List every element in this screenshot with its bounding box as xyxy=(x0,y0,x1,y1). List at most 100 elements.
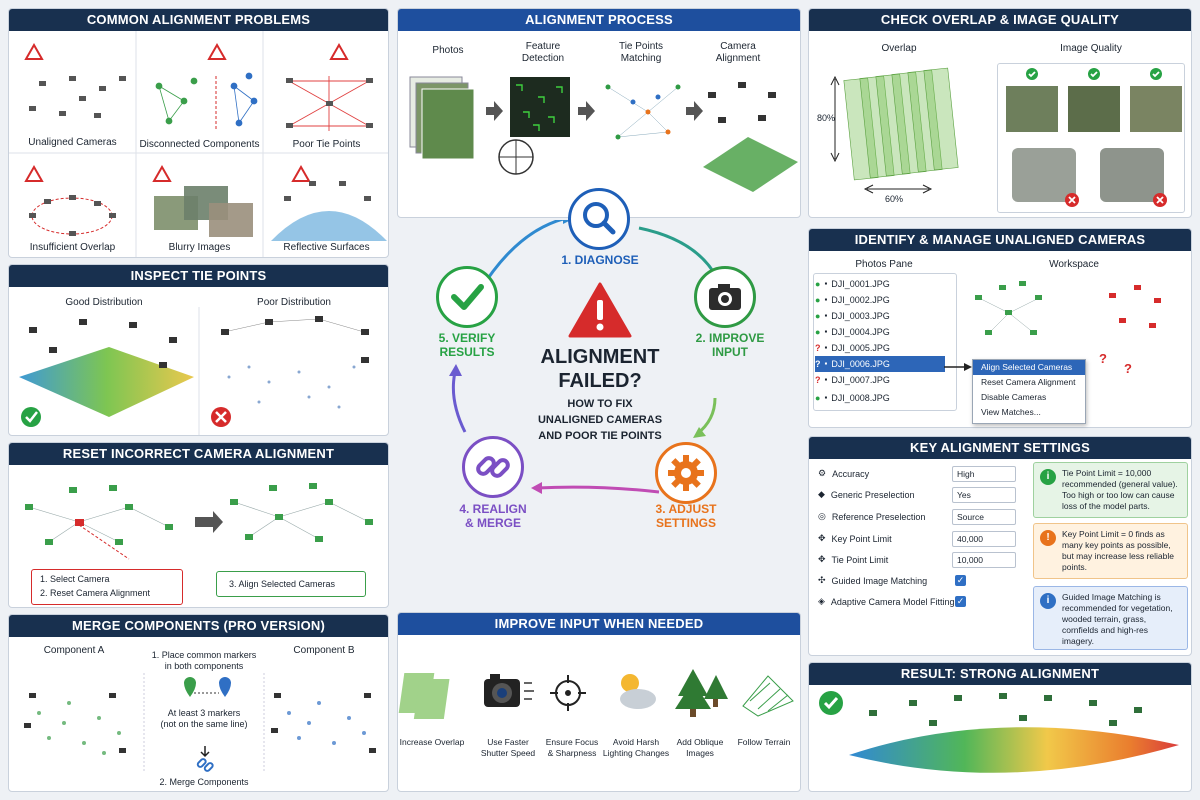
adaptive-checkbox[interactable]: ✓ xyxy=(955,596,966,607)
poor-distribution-label: Poor Distribution xyxy=(257,297,331,308)
merge-step2: 2. Merge Components xyxy=(159,777,249,787)
diagnose-button[interactable] xyxy=(568,188,630,250)
tiepoint-input[interactable]: 10,000 xyxy=(952,552,1016,568)
result-panel: RESULT: STRONG ALIGNMENT xyxy=(808,662,1192,792)
reset-steps-box: 1. Select Camera 2. Reset Camera Alignme… xyxy=(31,569,183,605)
process-step-tie: Tie Points Matching xyxy=(618,41,664,64)
reset-illustration xyxy=(25,483,373,560)
improve-item-2-l1: Ensure Focus xyxy=(545,737,599,747)
photo-row-8[interactable]: ●▪DJI_0008.JPG xyxy=(815,390,945,406)
context-menu: Align Selected Cameras Reset Camera Alig… xyxy=(972,359,1086,424)
weather-icon xyxy=(620,674,656,709)
improve-item-3-l2: Lighting Changes xyxy=(602,748,670,758)
improve-item-2-l2: & Sharpness xyxy=(547,748,597,758)
overlap-icon xyxy=(398,673,450,719)
photo-row-4[interactable]: ●▪DJI_0004.JPG xyxy=(815,324,945,340)
status-icon-unaligned: ? xyxy=(815,375,821,385)
camera-icon: ▪ xyxy=(824,327,828,336)
component-b-label: Component B xyxy=(293,645,355,656)
status-icon-aligned: ● xyxy=(815,279,821,289)
verify-label-1: 5. VERIFY xyxy=(438,331,496,345)
camera-icon: ▪ xyxy=(824,393,828,402)
photo-row-5[interactable]: ?▪DJI_0005.JPG xyxy=(815,340,945,356)
status-icon-aligned: ● xyxy=(815,393,821,403)
svg-text:?: ? xyxy=(1124,361,1132,376)
process-step-photos: Photos xyxy=(432,45,464,56)
image-quality-box xyxy=(997,63,1185,213)
warning-icon xyxy=(568,282,632,338)
process-step-feature: Feature Detection xyxy=(521,41,565,64)
menu-align-selected[interactable]: Align Selected Cameras xyxy=(973,360,1085,375)
focus-icon xyxy=(550,675,586,711)
image-quality-thumbs xyxy=(1006,68,1182,207)
photo-row-7[interactable]: ?▪DJI_0007.JPG xyxy=(815,372,945,388)
adaptive-icon: ◈ xyxy=(818,596,825,606)
improve-input-panel: IMPROVE INPUT WHEN NEEDED Increase Overl… xyxy=(397,612,801,792)
merge-step1-line1: 1. Place common markers xyxy=(151,650,257,660)
diagnose-label: 1. DIAGNOSE xyxy=(561,253,639,267)
photo-row-3[interactable]: ●▪DJI_0003.JPG xyxy=(815,308,945,324)
menu-view-matches[interactable]: View Matches... xyxy=(981,407,1041,417)
tip-key-point: ! Key Point Limit = 0 finds as many key … xyxy=(1033,523,1188,579)
guided-checkbox[interactable]: ✓ xyxy=(955,575,966,586)
search-icon xyxy=(583,202,616,235)
tip-guided: i Guided Image Matching is recommended f… xyxy=(1033,586,1188,650)
status-icon-aligned: ● xyxy=(815,327,821,337)
generic-select[interactable]: Yes xyxy=(952,487,1016,503)
photo-filename: DJI_0004.JPG xyxy=(831,327,890,337)
menu-reset-alignment[interactable]: Reset Camera Alignment xyxy=(981,377,1076,387)
verify-results-button[interactable] xyxy=(436,266,498,328)
setting-label: Adaptive Camera Model Fitting xyxy=(830,596,955,607)
menu-disable-cameras[interactable]: Disable Cameras xyxy=(981,392,1047,402)
realign-label-1: 4. REALIGN xyxy=(459,502,527,516)
setting-label: Tie Point Limit xyxy=(831,554,889,565)
unaligned-title: IDENTIFY & MANAGE UNALIGNED CAMERAS xyxy=(809,229,1191,251)
adjust-settings-button[interactable] xyxy=(655,442,717,504)
camera-icon: ▪ xyxy=(824,375,828,384)
photo-row-1[interactable]: ●▪DJI_0001.JPG xyxy=(815,276,945,292)
target-icon: ◎ xyxy=(818,511,826,521)
camera-icon: ▪ xyxy=(824,343,828,352)
setting-label: Accuracy xyxy=(832,468,870,479)
merge-panel: MERGE COMPONENTS (PRO VERSION) Component… xyxy=(8,614,389,792)
realign-merge-button[interactable] xyxy=(462,436,524,498)
accuracy-select[interactable]: High xyxy=(952,466,1016,482)
photo-row-2[interactable]: ●▪DJI_0002.JPG xyxy=(815,292,945,308)
status-icon-unaligned: ? xyxy=(815,359,821,369)
setting-reference: ◎ Reference Preselection xyxy=(818,511,925,522)
shield-icon: ◆ xyxy=(818,489,825,499)
setting-adaptive: ◈ Adaptive Camera Model Fitting xyxy=(818,596,954,607)
points-icon: ✥ xyxy=(818,554,826,564)
setting-tiepoint: ✥ Tie Point Limit xyxy=(818,554,888,565)
photos-pane-label: Photos Pane xyxy=(855,259,913,270)
photo-row-6[interactable]: ?▪DJI_0006.JPG xyxy=(815,356,945,372)
improve-item-4-l2: Images xyxy=(686,748,714,758)
camera-icon: ▪ xyxy=(824,295,828,304)
tip-text: Tie Point Limit = 10,000 recommended (ge… xyxy=(1062,468,1178,511)
photo-filename: DJI_0008.JPG xyxy=(831,393,890,403)
adjust-label-1: 3. ADJUST xyxy=(655,502,717,516)
adjust-label-2: SETTINGS xyxy=(655,516,716,530)
inspect-tie-points-panel: INSPECT TIE POINTS Good Distribution Poo… xyxy=(8,264,389,436)
photos-pane xyxy=(813,273,957,411)
realign-label-2: & MERGE xyxy=(464,516,521,530)
photo-filename: DJI_0006.JPG xyxy=(831,359,890,369)
improve-item-4-l1: Add Oblique xyxy=(676,737,724,747)
setting-label: Reference Preselection xyxy=(831,511,926,522)
improve-label-2: INPUT xyxy=(712,345,748,359)
svg-text:?: ? xyxy=(1099,351,1107,366)
inspect-title: INSPECT TIE POINTS xyxy=(9,265,388,287)
improve-icons xyxy=(398,669,794,719)
photo-filename: DJI_0007.JPG xyxy=(831,375,890,385)
problem-label-overlap: Insufficient Overlap xyxy=(29,242,116,253)
merge-step1-line2: in both components xyxy=(164,661,244,671)
camera-icon: ▪ xyxy=(824,311,828,320)
improve-input-button[interactable] xyxy=(694,266,756,328)
keypoint-input[interactable]: 40,000 xyxy=(952,531,1016,547)
arrow-to-menu xyxy=(944,363,972,371)
problem-label-poor-tie: Poor Tie Points xyxy=(292,139,361,150)
reference-select[interactable]: Source xyxy=(952,509,1016,525)
overlap-pct-horizontal: 60% xyxy=(885,194,904,204)
info-icon: i xyxy=(1040,469,1056,485)
overlap-illustration xyxy=(830,67,959,194)
